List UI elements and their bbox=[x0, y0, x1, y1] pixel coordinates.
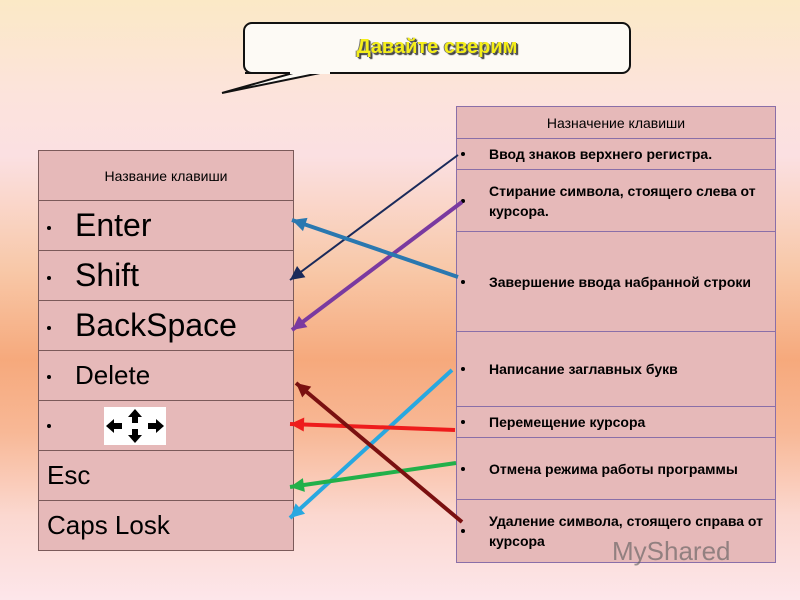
purpose-row: Отмена режима работы программы bbox=[456, 437, 776, 500]
green-connector-line bbox=[289, 461, 457, 489]
arrowhead-icon bbox=[290, 417, 305, 432]
purpose-row: Написание заглавных букв bbox=[456, 331, 776, 407]
arrowhead-icon bbox=[290, 503, 306, 518]
key-row: Enter bbox=[38, 200, 294, 251]
purpose-text: Написание заглавных букв bbox=[489, 361, 678, 377]
key-label: BackSpace bbox=[75, 307, 237, 343]
key-name-table: Название клавиши Enter Shift BackSpace D… bbox=[38, 150, 294, 551]
key-row: Caps Losk bbox=[38, 500, 294, 551]
arrowhead-icon bbox=[290, 266, 306, 280]
key-label: Delete bbox=[75, 360, 151, 390]
purpose-row: Удаление символа, стоящего справа от кур… bbox=[456, 499, 776, 563]
purpose-row: Стирание символа, стоящего слева от курс… bbox=[456, 169, 776, 232]
red-connector-line bbox=[289, 422, 456, 432]
arrowhead-icon bbox=[292, 315, 308, 330]
purpose-row: Перемещение курсора bbox=[456, 406, 776, 438]
purpose-text: Стирание символа, стоящего слева от курс… bbox=[489, 182, 756, 219]
arrowhead-icon bbox=[292, 217, 308, 232]
key-label: Esc bbox=[47, 460, 91, 490]
key-purpose-table: Назначение клавиши Ввод знаков верхнего … bbox=[456, 106, 776, 563]
purple-connector-line bbox=[290, 200, 464, 332]
key-row bbox=[38, 400, 294, 451]
dark-red-connector-line bbox=[294, 381, 464, 524]
arrow-keys-icon bbox=[104, 406, 167, 445]
key-label: Shift bbox=[75, 257, 140, 293]
key-row: BackSpace bbox=[38, 300, 294, 351]
key-row: Delete bbox=[38, 350, 294, 401]
purpose-text: Ввод знаков верхнего регистра. bbox=[489, 146, 713, 162]
purpose-row: Завершение ввода набранной строки bbox=[456, 231, 776, 332]
purpose-text: Завершение ввода набранной строки bbox=[489, 273, 752, 290]
slide-title: Давайте сверим bbox=[356, 36, 518, 58]
key-row: Esc bbox=[38, 450, 294, 501]
navy-connector-line bbox=[289, 154, 459, 281]
purpose-text: Перемещение курсора bbox=[489, 414, 646, 430]
watermark: MyShared bbox=[612, 536, 731, 566]
key-label: Caps Losk bbox=[47, 510, 170, 540]
purpose-text: Удаление символа, стоящего справа от кур… bbox=[489, 513, 763, 549]
arrowhead-icon bbox=[296, 383, 312, 398]
speech-bubble: Давайте сверим bbox=[243, 22, 631, 74]
arrowhead-icon bbox=[290, 478, 305, 492]
key-row: Shift bbox=[38, 250, 294, 301]
steel-blue-connector-line bbox=[291, 218, 459, 279]
key-label: Enter bbox=[75, 207, 152, 243]
purpose-text: Отмена режима работы программы bbox=[489, 460, 738, 477]
